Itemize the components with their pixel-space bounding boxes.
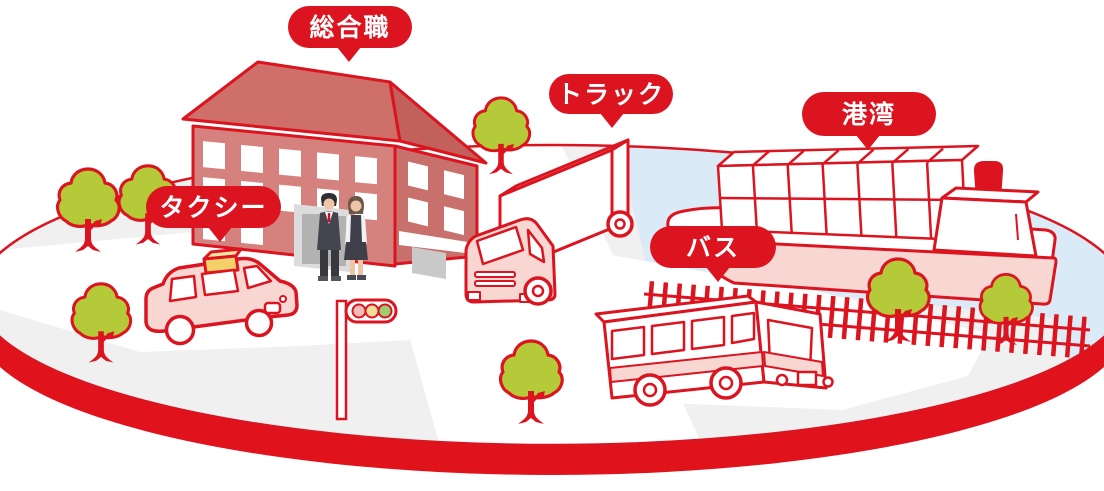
bubble-tail	[600, 113, 624, 128]
building-side-door	[412, 247, 446, 279]
container-ship-illustration	[666, 144, 1058, 306]
bubble-tail	[337, 47, 361, 62]
bubble-tail	[706, 267, 730, 282]
traffic-light-yellow	[364, 303, 380, 319]
truck-illustration	[464, 138, 634, 306]
label-text-taxi: タクシー	[159, 192, 268, 222]
label-bubble-kowan[interactable]: 港湾	[802, 92, 936, 150]
label-text-sogoshoku: 総合職	[309, 12, 391, 42]
bus-illustration	[594, 294, 834, 407]
label-text-truck: トラック	[556, 79, 665, 109]
taxi-illustration	[144, 247, 299, 346]
label-text-kowan: 港湾	[841, 99, 896, 129]
taxi-roof-sign	[202, 247, 243, 275]
label-bubble-truck[interactable]: トラック	[549, 74, 673, 128]
traffic-light-green	[377, 303, 393, 319]
bubble-tail	[208, 227, 232, 242]
label-bubble-bus[interactable]: バス	[650, 226, 776, 282]
taxi-wheel	[244, 308, 274, 338]
business-people-illustration	[317, 193, 368, 281]
building-roof-side	[388, 80, 488, 165]
bubble-tail	[856, 135, 880, 150]
building-awning	[399, 231, 474, 254]
island-edge	[0, 143, 1104, 447]
traffic-light-illustration	[335, 298, 398, 421]
taxi-windows	[168, 264, 273, 303]
ship-containers	[716, 144, 980, 242]
ship-superstructure	[932, 186, 1040, 258]
label-bubble-sogoshoku[interactable]: 総合職	[288, 6, 412, 62]
building-windows-right	[408, 161, 464, 236]
taxi-wheel	[164, 314, 196, 346]
traffic-light-red	[351, 303, 367, 319]
label-bubble-taxi[interactable]: タクシー	[146, 186, 281, 242]
label-text-bus: バス	[685, 232, 740, 262]
